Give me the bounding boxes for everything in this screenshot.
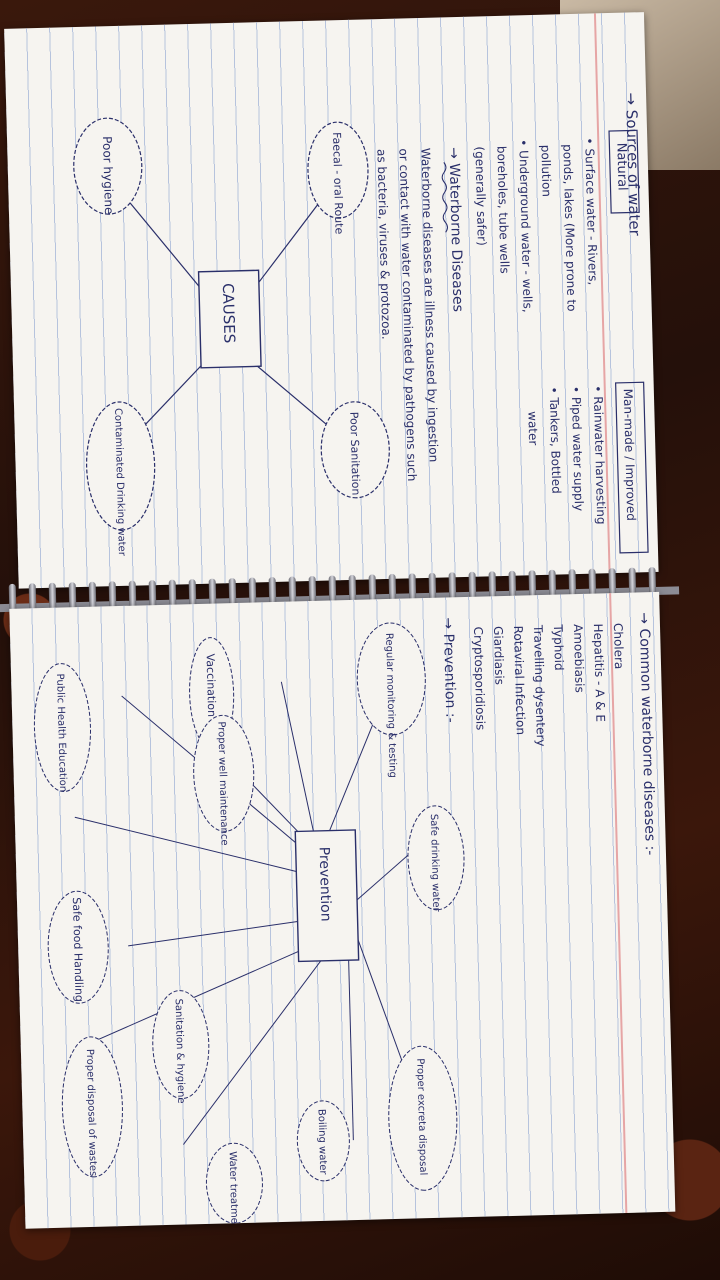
natural-item: boreholes, tube wells — [494, 146, 511, 274]
prevention-bubble — [152, 990, 210, 1100]
cause-label: Poor hygiene — [100, 136, 116, 215]
manmade-label: Man-made / Improved — [621, 388, 638, 521]
disease-item: Cholera — [611, 623, 626, 670]
natural-item: (generally safer) — [472, 146, 489, 246]
spiral-notebook: → Sources of water Natural • Surface wat… — [0, 12, 720, 1230]
cause-bubble — [320, 401, 390, 499]
prevention-label: Proper disposal of wastes — [84, 1049, 98, 1177]
natural-item: pollution — [538, 145, 553, 198]
disease-item: Amoebiasis — [571, 624, 587, 693]
definition-line: Waterborne diseases are illness caused b… — [418, 148, 440, 463]
cause-label: Contaminated Drinking water — [112, 408, 127, 557]
prevention-bubble — [388, 1045, 458, 1191]
prevention-bubble — [205, 1142, 263, 1224]
prevention-bubble — [193, 714, 255, 832]
cause-label: Faecal - oral Route — [330, 132, 346, 235]
manmade-box — [615, 381, 649, 554]
prevention-bubble — [61, 1036, 123, 1178]
prevention-label: Proper well maintenance — [215, 721, 229, 845]
disease-item: Hepatitis - A & E — [591, 623, 608, 722]
prevention-label: Vaccination — [204, 654, 219, 718]
natural-item: • Surface water - Rivers, — [582, 137, 600, 285]
prevention-label: Water treatment — [227, 1151, 240, 1229]
disease-item: Cryptosporidiosis — [471, 626, 488, 730]
disease-item: Rotaviral Infection — [511, 625, 528, 735]
page-bottom-drawing: → Common waterborne diseases :- Cholera … — [33, 612, 658, 1229]
prevention-mindmap: Prevention Regular monitoring & testing … — [33, 622, 465, 1229]
natural-item: ponds, lakes (More prone to — [560, 144, 578, 312]
cause-label: Poor Sanitation — [347, 412, 362, 496]
prevention-label: Public Health Education — [54, 673, 68, 792]
manmade-item: • Rainwater harvesting — [591, 385, 609, 524]
common-diseases-heading: → Common waterborne diseases :- — [636, 612, 658, 855]
prevention-bubble — [47, 890, 109, 1004]
waterborne-diseases-heading: → Waterborne Diseases — [445, 147, 465, 312]
prevention-bubble — [296, 1100, 350, 1182]
natural-item: • Underground water - wells, — [516, 139, 535, 313]
causes-center-label: CAUSES — [219, 283, 239, 344]
cause-bubble — [307, 121, 369, 219]
natural-box — [608, 129, 640, 214]
causes-mindmap: CAUSES Faecal - oral Route Poor hygiene … — [73, 117, 390, 557]
manmade-item: • Tankers, Bottled — [547, 386, 564, 494]
page-top-drawing: → Sources of water Natural • Surface wat… — [73, 92, 649, 557]
causes-center-box — [197, 269, 262, 369]
prevention-bubble — [407, 805, 465, 911]
prevention-heading: → Prevention :- — [440, 617, 459, 723]
heading-underline — [441, 162, 448, 233]
prevention-label: Regular monitoring & testing — [383, 633, 398, 778]
disease-item: Typhoid — [551, 623, 566, 670]
prevention-bubble — [356, 622, 426, 736]
prevention-bubble — [33, 663, 91, 793]
notebook-page-bottom: → Common waterborne diseases :- Cholera … — [9, 591, 676, 1229]
prevention-center-box — [294, 829, 360, 963]
definition-line: or contact with water contaminated by pa… — [396, 148, 419, 481]
prevention-label: Sanitation & hygiene — [173, 998, 187, 1103]
prevention-label: Safe drinking water — [428, 814, 442, 913]
cause-bubble — [85, 401, 156, 531]
cause-bubble — [73, 117, 143, 215]
disease-item: Travelling dysentery — [531, 624, 548, 747]
prevention-center-label: Prevention — [316, 847, 334, 922]
prevention-label: Boiling water — [316, 1109, 329, 1176]
manmade-item: • Piped water supply — [569, 386, 586, 511]
prevention-label: Proper excreta disposal — [414, 1058, 428, 1175]
definition-line: as bacteria, viruses & protozoa. — [374, 149, 393, 340]
manmade-item: water — [525, 411, 540, 446]
disease-item: Giardiasis — [491, 626, 507, 685]
notebook-page-top: → Sources of water Natural • Surface wat… — [4, 12, 659, 589]
prevention-label: Safe food Handling — [70, 897, 86, 1002]
natural-label: Natural — [613, 143, 629, 191]
